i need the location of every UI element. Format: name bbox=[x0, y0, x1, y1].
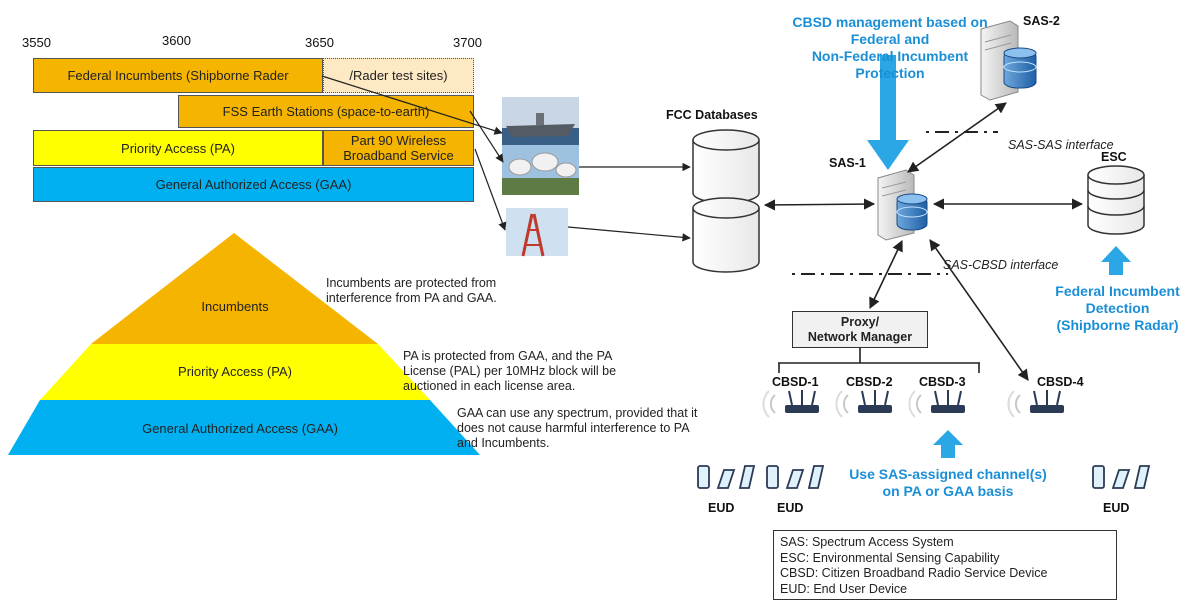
cbsd2-label: CBSD-2 bbox=[846, 375, 893, 389]
cbsd2-router-icon bbox=[835, 390, 892, 418]
band-part90-line1: Part 90 Wireless bbox=[350, 133, 447, 148]
eud3-devices-icon bbox=[1092, 465, 1151, 489]
cbsd3-label: CBSD-3 bbox=[919, 375, 966, 389]
band-federal-label: Federal Incumbents (Shipborne Rader bbox=[67, 68, 289, 83]
band-part90-line2: Broadband Service bbox=[343, 148, 454, 163]
eud2-label: EUD bbox=[777, 501, 804, 515]
note-pa: PA is protected from GAA, and the PA Lic… bbox=[403, 349, 617, 393]
pyramid-incumbents-label: Incumbents bbox=[201, 299, 269, 314]
use-sas-assigned-label: Use SAS-assigned channel(s) on PA or GAA… bbox=[849, 466, 1047, 499]
band-federal-incumbents: Federal Incumbents (Shipborne Rader bbox=[33, 58, 323, 93]
legend-cbsd: CBSD: Citizen Broadband Radio Service De… bbox=[780, 566, 1048, 580]
ship-photo bbox=[502, 97, 579, 152]
earth-station-photo bbox=[502, 145, 579, 195]
sas1-label: SAS-1 bbox=[829, 156, 866, 170]
band-radar-test-label: /Rader test sites) bbox=[349, 68, 448, 83]
sas1-server-icon bbox=[877, 169, 928, 241]
federal-detection-arrow bbox=[1101, 246, 1131, 275]
federal-detection-label: Federal Incumbent Detection (Shipborne R… bbox=[1055, 283, 1180, 333]
band-radar-test-sites: /Rader test sites) bbox=[323, 58, 474, 93]
fcc-database-icon bbox=[692, 129, 760, 273]
tick-3550: 3550 bbox=[22, 35, 51, 50]
cbsd1-router-icon bbox=[762, 390, 819, 418]
eud2-devices-icon bbox=[766, 465, 825, 489]
band-fss-earth-stations: FSS Earth Stations (space-to-earth) bbox=[178, 95, 474, 128]
pyramid-tier-gaa bbox=[8, 400, 480, 455]
cbsd-management-label: CBSD management based on Federal and Non… bbox=[792, 14, 988, 81]
band-fss-label: FSS Earth Stations (space-to-earth) bbox=[222, 104, 430, 119]
tick-3700: 3700 bbox=[453, 35, 482, 50]
legend-eud: EUD: End User Device bbox=[780, 581, 908, 596]
legend-esc: ESC: Environmental Sensing Capability bbox=[780, 550, 1000, 565]
cbsd4-router-icon bbox=[1007, 390, 1064, 418]
esc-label: ESC bbox=[1101, 150, 1127, 164]
legend-sas: SAS: Spectrum Access System bbox=[780, 535, 954, 549]
eud1-label: EUD bbox=[708, 501, 735, 515]
eud3-label: EUD bbox=[1103, 501, 1130, 515]
note-gaa: GAA can use any spectrum, provided that … bbox=[457, 406, 698, 450]
note-incumbents: Incumbents are protected from interferen… bbox=[326, 276, 497, 305]
pyramid-gaa-label: General Authorized Access (GAA) bbox=[142, 421, 338, 436]
cbsd-management-arrow bbox=[867, 55, 909, 170]
sas-assigned-arrow bbox=[933, 430, 963, 458]
band-priority-access: Priority Access (PA) bbox=[33, 130, 323, 166]
tick-3600: 3600 bbox=[162, 33, 191, 48]
band-part90: Part 90 Wireless Broadband Service bbox=[323, 130, 474, 166]
sas2-server-icon bbox=[980, 20, 1037, 101]
eud1-devices-icon bbox=[697, 465, 756, 489]
sas-sas-interface-label: SAS-SAS interface bbox=[1008, 138, 1114, 152]
pyramid-tier-incumbents bbox=[91, 233, 378, 344]
cbsd1-label: CBSD-1 bbox=[772, 375, 819, 389]
fcc-databases-label: FCC Databases bbox=[666, 108, 758, 122]
esc-database-icon bbox=[1087, 165, 1145, 235]
abbreviation-legend: SAS: Spectrum Access System ESC: Environ… bbox=[773, 530, 1117, 600]
pyramid-tier-pa bbox=[40, 344, 430, 400]
band-pa-label: Priority Access (PA) bbox=[121, 140, 235, 156]
band-gaa-label: General Authorized Access (GAA) bbox=[155, 177, 352, 192]
tick-3650: 3650 bbox=[305, 35, 334, 50]
radar-tower-photo bbox=[506, 208, 568, 257]
cbsd3-router-icon bbox=[908, 390, 965, 418]
proxy-network-manager-box: Proxy/ Network Manager bbox=[792, 311, 928, 348]
sas-cbsd-interface-label: SAS-CBSD interface bbox=[943, 258, 1059, 272]
band-gaa: General Authorized Access (GAA) bbox=[33, 167, 474, 202]
cbsd4-label: CBSD-4 bbox=[1037, 375, 1084, 389]
sas2-label: SAS-2 bbox=[1023, 14, 1060, 28]
pyramid-pa-label: Priority Access (PA) bbox=[178, 364, 292, 379]
